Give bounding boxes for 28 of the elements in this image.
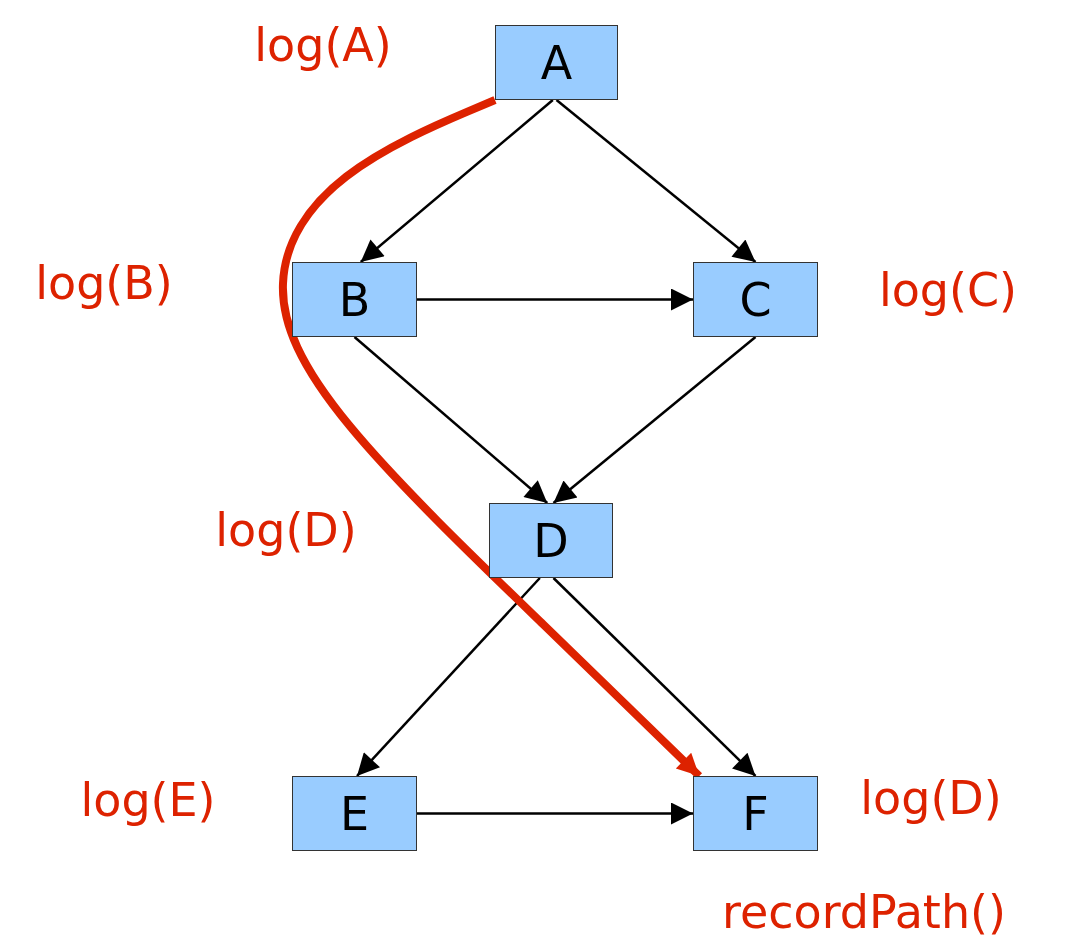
arrow	[417, 288, 693, 311]
process-box	[292, 262, 417, 337]
annotation-label: log(D)	[860, 772, 1002, 824]
process-box	[693, 262, 818, 337]
arrow	[552, 336, 757, 504]
node-label: A	[540, 39, 573, 86]
path-arrow	[279, 96, 703, 779]
process-box	[495, 25, 618, 100]
arrow	[353, 336, 549, 504]
annotation-label: log(C)	[878, 264, 1018, 316]
annotation-label: log(E)	[80, 774, 216, 826]
annotation-label: log(A)	[254, 19, 392, 71]
node-label: F	[742, 790, 769, 837]
annotation-label: recordPath()	[722, 886, 1006, 938]
process-box	[693, 776, 818, 851]
node-label: C	[739, 276, 772, 323]
arrow	[359, 99, 554, 263]
process-box	[292, 776, 417, 851]
node-label: E	[339, 790, 370, 837]
arrow	[417, 802, 693, 825]
annotation-label: log(D)	[215, 504, 357, 556]
annotation-label: log(B)	[35, 257, 173, 309]
node-label: D	[533, 517, 569, 564]
arrow	[552, 577, 757, 777]
node-label: B	[338, 276, 371, 323]
process-box	[489, 503, 613, 578]
arrow	[356, 577, 541, 777]
arrow	[555, 99, 757, 263]
